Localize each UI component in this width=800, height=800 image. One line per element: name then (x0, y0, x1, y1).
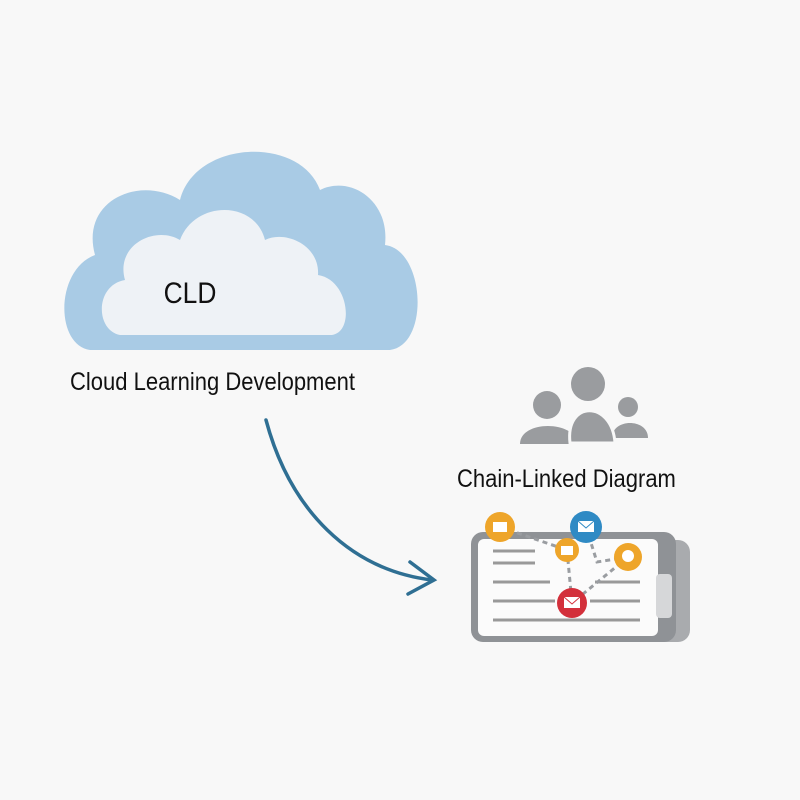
cloud-label: Cloud Learning Development (70, 368, 355, 396)
node-mail-red-icon (557, 588, 587, 618)
node-mail-blue-icon (570, 511, 602, 543)
tablet-icon (471, 525, 690, 642)
cloud-acronym: CLD (163, 277, 217, 310)
diagram-label: Chain-Linked Diagram (457, 465, 676, 493)
node-chat-icon (614, 543, 642, 571)
node-folder-icon (485, 512, 515, 542)
flow-arrow (264, 418, 438, 596)
node-gift-icon (555, 538, 579, 562)
people-icon (520, 367, 648, 445)
cloud-shape (64, 151, 418, 350)
